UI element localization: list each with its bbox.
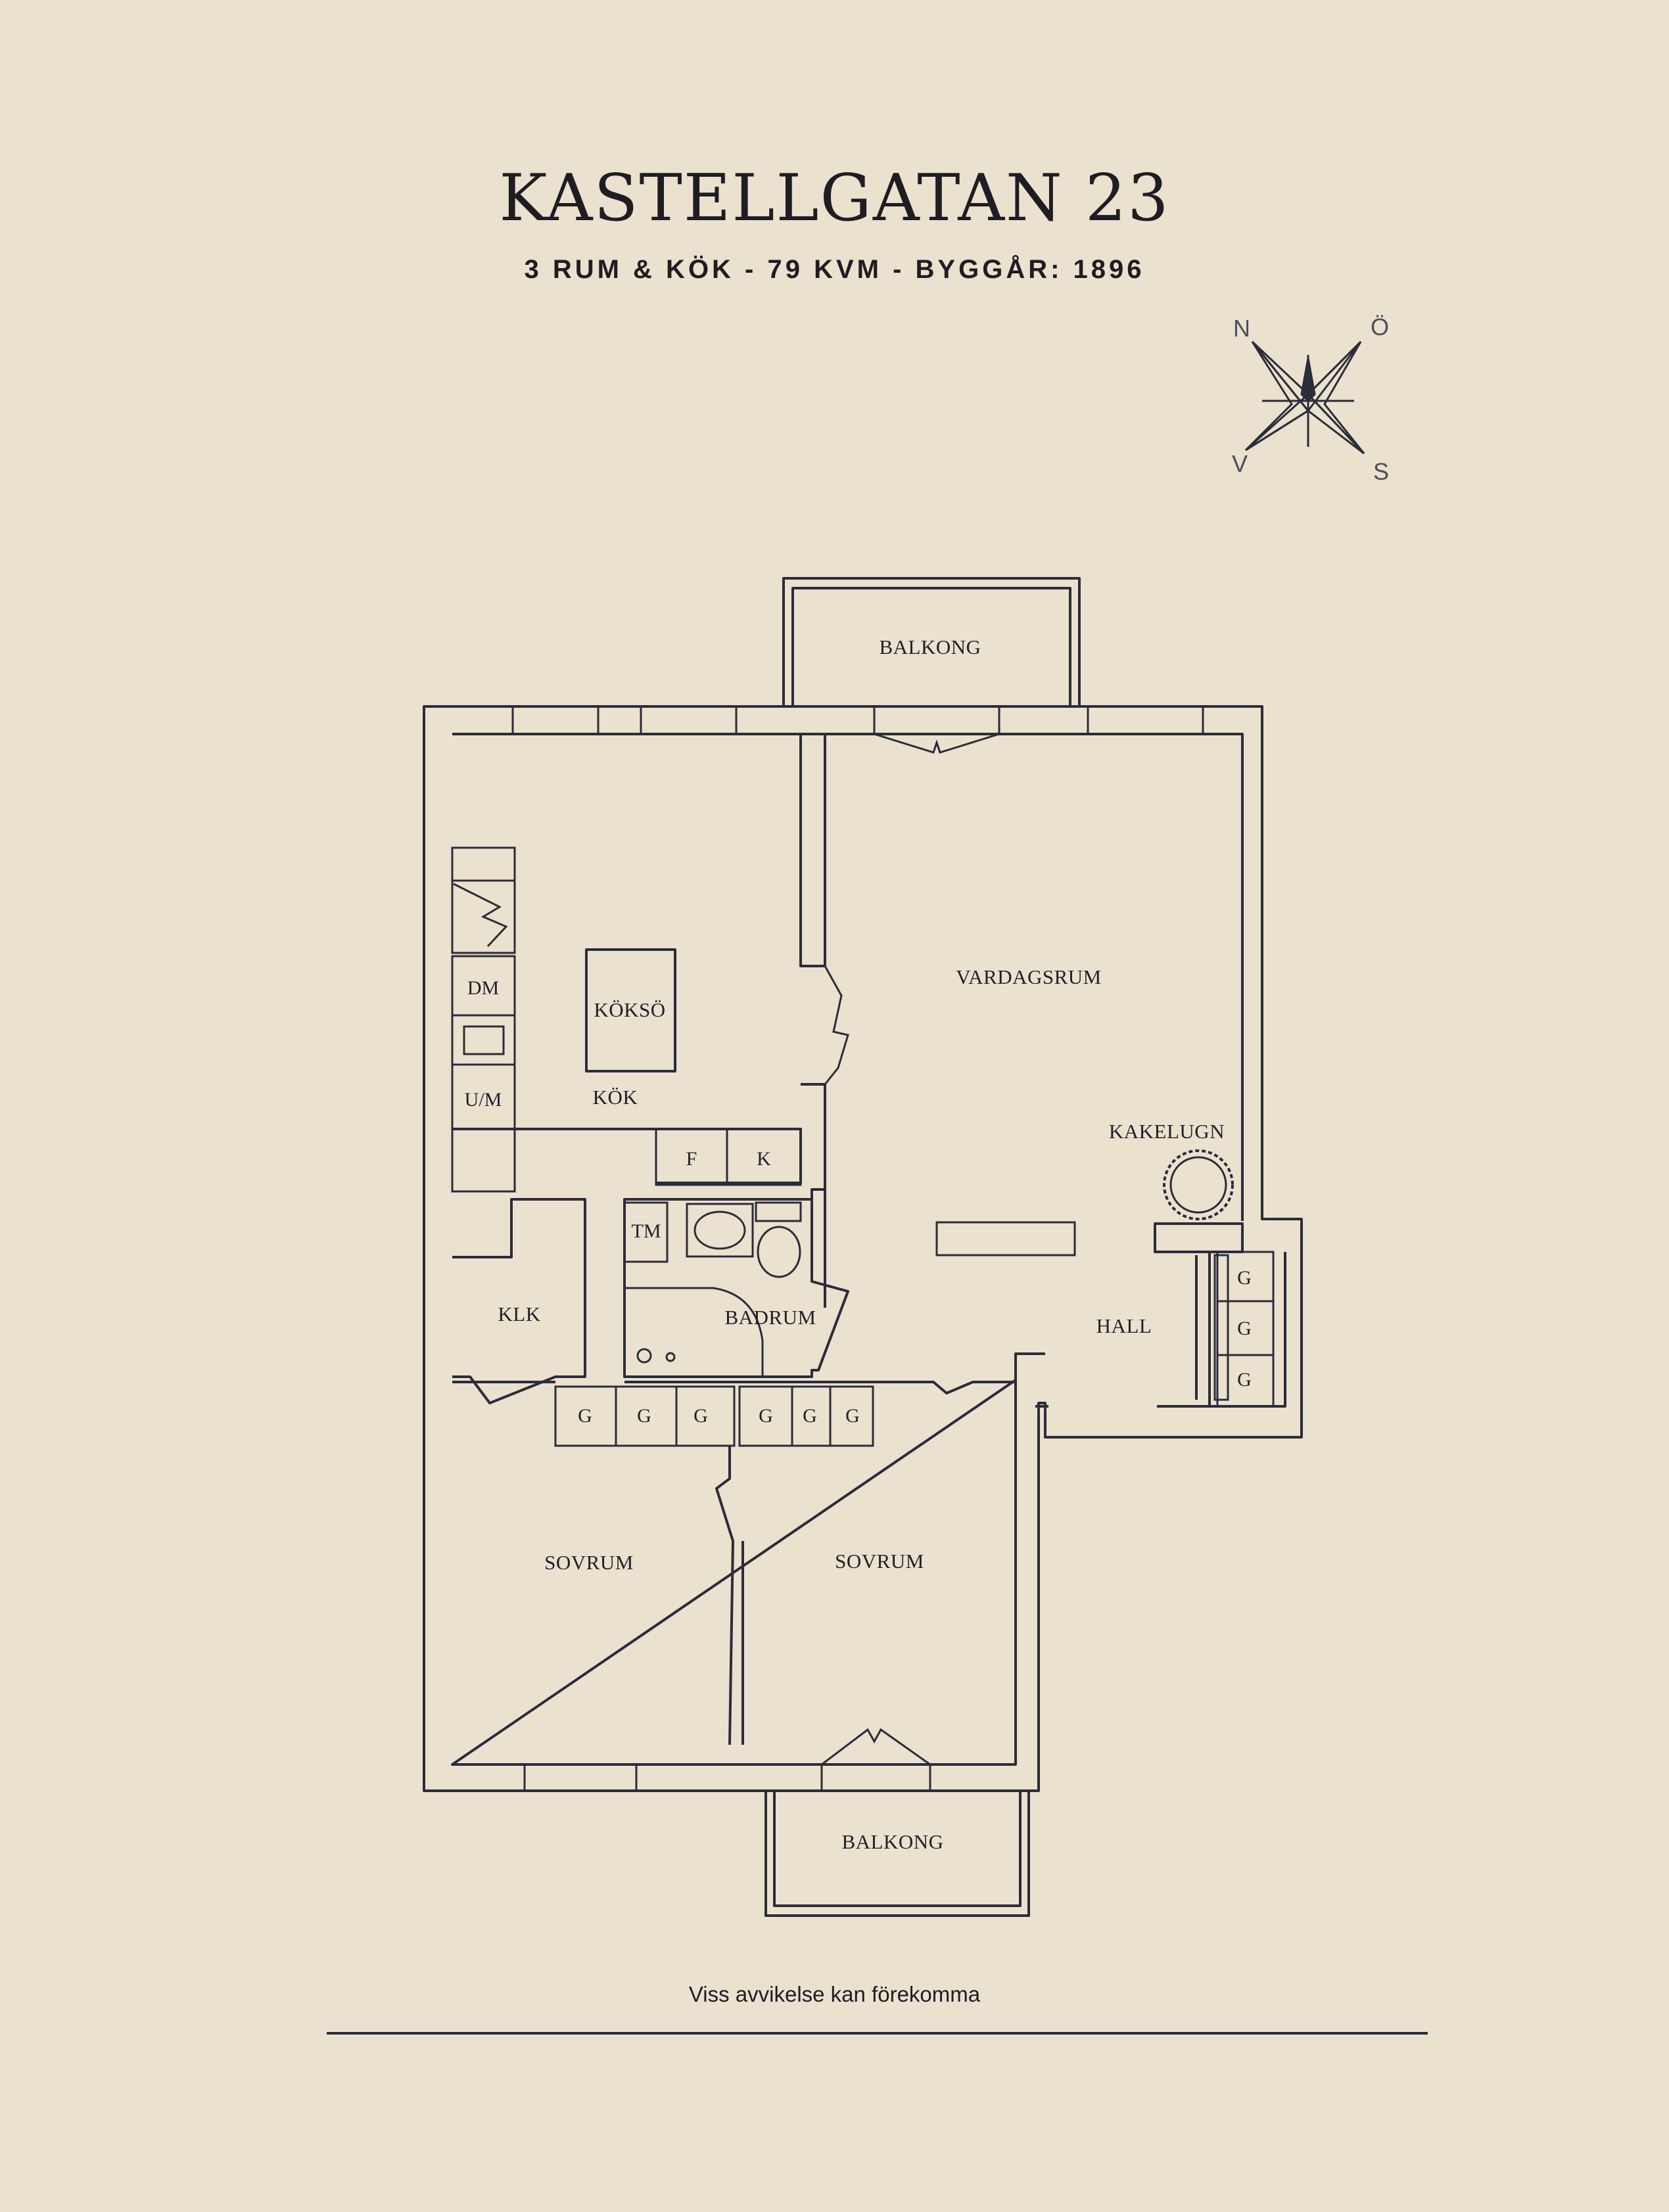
- label-living-room: VARDAGSRUM: [956, 965, 1102, 988]
- wardrobe-label: G: [1237, 1369, 1252, 1391]
- interior-walls: [451, 733, 1275, 1766]
- label-washing-machine: TM: [632, 1220, 661, 1242]
- wardrobe-label: G: [803, 1405, 817, 1427]
- compass-east: Ö: [1371, 313, 1389, 340]
- footer-divider: [327, 2032, 1428, 2035]
- compass-rose-icon: [1244, 340, 1365, 455]
- label-tiled-stove: KAKELUGN: [1109, 1120, 1225, 1143]
- compass-north: N: [1233, 315, 1250, 342]
- label-kitchen-island: KÖKSÖ: [594, 998, 665, 1021]
- wardrobe-label: G: [637, 1405, 651, 1427]
- compass-south: S: [1373, 458, 1389, 485]
- label-hall: HALL: [1096, 1314, 1152, 1337]
- wardrobe-label: G: [693, 1405, 708, 1427]
- label-bathroom: BADRUM: [724, 1306, 816, 1329]
- wardrobe-label: G: [1237, 1267, 1252, 1289]
- page-title: KASTELLGATAN 23: [499, 161, 1170, 236]
- label-bedroom-left: SOVRUM: [544, 1551, 634, 1574]
- label-balcony-bottom: BALKONG: [841, 1830, 943, 1853]
- label-fridge: F: [686, 1148, 697, 1170]
- label-bedroom-right: SOVRUM: [835, 1550, 924, 1573]
- wardrobe-label: G: [759, 1405, 773, 1427]
- label-balcony-top: BALKONG: [879, 635, 981, 658]
- balcony-bottom: [764, 1789, 1030, 1917]
- wardrobe-label: G: [845, 1405, 860, 1427]
- label-kitchen: KÖK: [593, 1086, 638, 1109]
- disclaimer-text: Viss avvikelse kan förekomma: [688, 1982, 981, 2006]
- label-dishwasher: DM: [467, 977, 499, 999]
- wardrobe-label: G: [1237, 1318, 1252, 1339]
- label-oven-microwave: U/M: [465, 1089, 502, 1111]
- compass-west: V: [1232, 450, 1248, 477]
- outer-walls: [423, 705, 1303, 1792]
- label-walk-in-closet: KLK: [498, 1302, 540, 1325]
- page-subtitle: 3 RUM & KÖK - 79 KVM - BYGGÅR: 1896: [524, 255, 1145, 284]
- wardrobe-label: G: [578, 1405, 592, 1427]
- label-freezer: K: [757, 1148, 771, 1170]
